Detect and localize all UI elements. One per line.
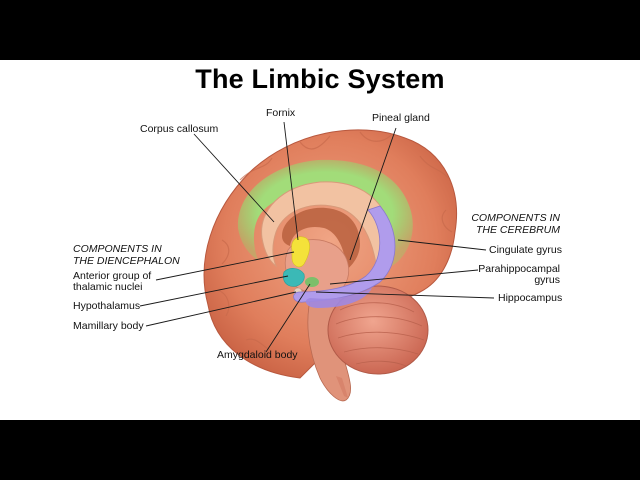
anterior-thalamic-nuclei [291, 236, 310, 268]
label-hypothalamus: Hypothalamus [73, 300, 141, 312]
leader-hippocampus [315, 291, 495, 299]
label-mamillary-body: Mamillary body [73, 320, 144, 332]
parahippocampal-region [305, 288, 372, 308]
cerebellum [327, 285, 429, 375]
label-hippocampus: Hippocampus [498, 292, 563, 304]
label-parahippocampal-line-2: gyrus [534, 274, 560, 286]
heading-cerebrum: COMPONENTS IN THE CEREBRUM [471, 212, 560, 236]
hypothalamus-region [282, 268, 305, 287]
label-corpus-callosum: Corpus callosum [140, 123, 219, 135]
label-parahippocampal-line-1: Parahippocampal [478, 263, 560, 275]
label-anterior-thalamic: Anterior group of thalamic nuclei [73, 271, 151, 293]
leader-cingulate-gyrus [397, 239, 487, 251]
heading-diencephalon-line-2: THE DIENCEPHALON [73, 255, 180, 267]
cingulate-gyrus-region [237, 159, 413, 266]
hippocampus-region [293, 205, 396, 303]
letterbox-top [0, 0, 640, 60]
leader-pineal-gland [349, 127, 397, 261]
heading-diencephalon-line-1: COMPONENTS IN [73, 243, 162, 255]
label-amygdaloid-body: Amygdaloid body [217, 349, 298, 361]
leader-mamillary-body [145, 291, 297, 327]
label-pineal-gland: Pineal gland [372, 112, 430, 124]
fornix-region [282, 207, 360, 270]
label-anterior-thalamic-line-2: thalamic nuclei [73, 281, 143, 293]
leader-hypothalamus [139, 275, 289, 307]
leader-anterior-thalamic [155, 251, 295, 281]
label-fornix: Fornix [266, 107, 296, 119]
spinal-cord [336, 376, 348, 398]
leader-parahippocampal [329, 269, 479, 285]
label-anterior-thalamic-line-1: Anterior group of [73, 270, 152, 282]
leader-corpus-callosum [193, 133, 275, 223]
letterbox-bottom [0, 420, 640, 480]
heading-cerebrum-line-2: THE CEREBRUM [475, 224, 560, 236]
limbic-diagram [139, 121, 495, 402]
leader-lines [139, 121, 495, 353]
leader-fornix [283, 121, 299, 241]
diagram-title: The Limbic System [195, 64, 445, 94]
slide: The Limbic System [0, 60, 640, 420]
label-cingulate-gyrus: Cingulate gyrus [489, 244, 562, 256]
leader-amygdaloid-body [265, 283, 311, 353]
heading-cerebrum-line-1: COMPONENTS IN [471, 212, 560, 224]
amygdaloid-body-region [305, 277, 319, 287]
label-parahippocampal-gyrus: Parahippocampal gyrus [478, 264, 560, 286]
heading-diencephalon: COMPONENTS IN THE DIENCEPHALON [73, 243, 180, 267]
